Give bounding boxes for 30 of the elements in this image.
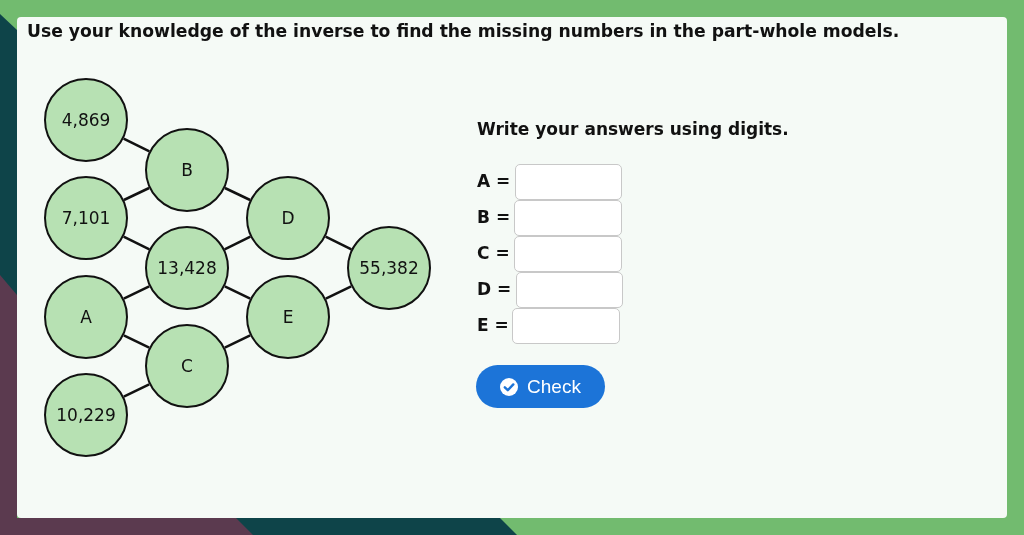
circle-label: D (281, 209, 295, 227)
answer-label: E = (477, 317, 509, 334)
connector-line (224, 285, 251, 300)
circle-label: 4,869 (61, 111, 111, 129)
circle-label: B (181, 161, 193, 179)
answer-label: C = (477, 245, 510, 262)
connector-line (123, 334, 150, 349)
circle-label: C (181, 357, 193, 375)
answer-label: A = (477, 173, 511, 190)
check-button: Check (476, 365, 605, 408)
circle-label: 10,229 (56, 406, 116, 424)
connector-line (325, 285, 352, 300)
connector-line (224, 334, 251, 349)
circle-label: 55,382 (359, 259, 419, 277)
connector-line (123, 235, 150, 251)
connector-line (123, 186, 150, 202)
connector-line (123, 383, 150, 398)
instruction-text: Write your answers using digits. (477, 121, 789, 138)
answer-label: B = (477, 209, 511, 226)
answer-label: D = (477, 281, 512, 298)
circle-label: 13,428 (157, 259, 217, 277)
connector-line (123, 285, 150, 300)
connector-line (123, 137, 150, 153)
connector-line (224, 235, 251, 251)
circle-label: E (282, 308, 294, 326)
circle-label: A (80, 308, 92, 326)
circle-label: 7,101 (61, 209, 111, 227)
instruction-heading: Use your knowledge of the inverse to find the missing numbers in the part-whole models. (27, 21, 900, 41)
connector-line (325, 235, 352, 251)
connector-line (224, 186, 251, 202)
